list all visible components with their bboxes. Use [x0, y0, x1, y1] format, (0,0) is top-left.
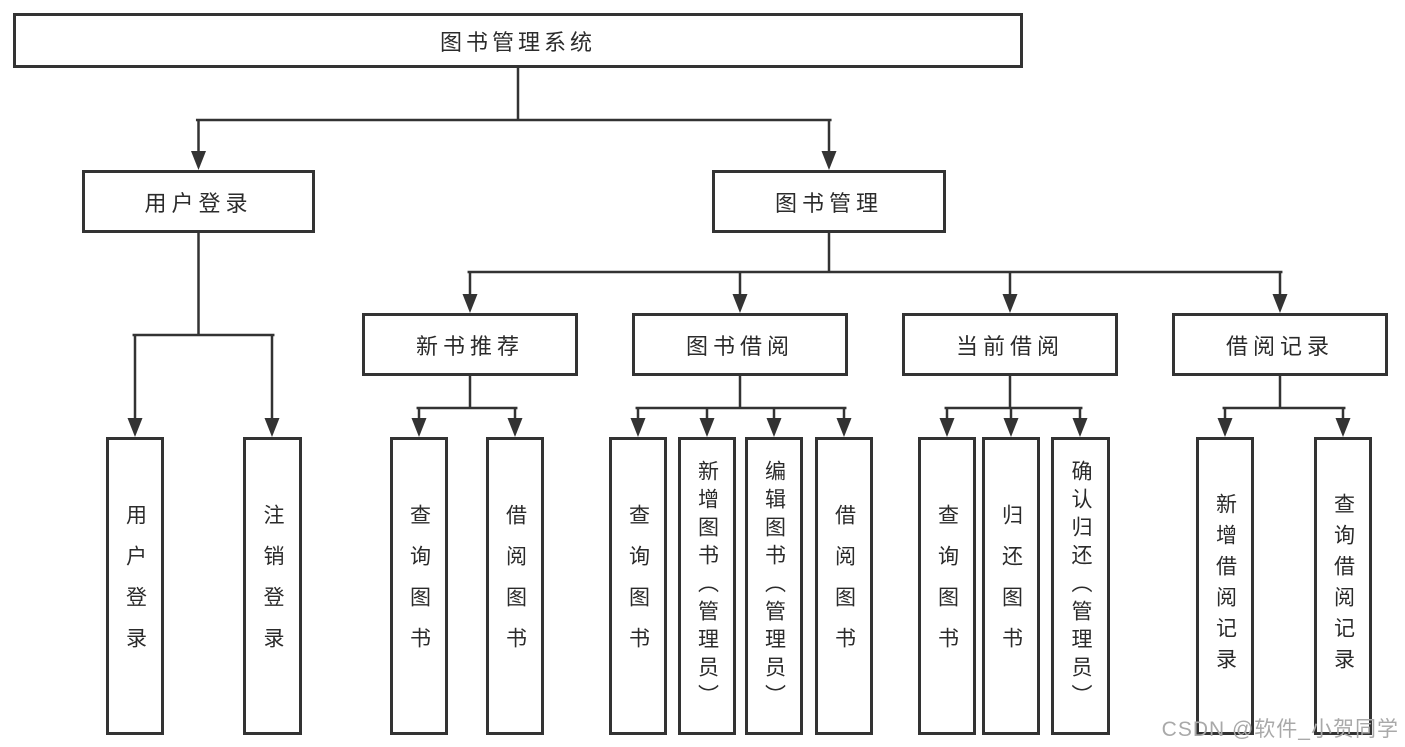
leaf-bb-borrow-books-label: 借阅图书 — [832, 504, 856, 668]
leaf-nb-borrow-books-label: 借阅图书 — [503, 504, 527, 668]
node-borrowing-records: 借阅记录 — [1172, 313, 1388, 376]
leaf-cb-confirm-return-admin: 确认归还（管理员） — [1051, 437, 1110, 735]
node-new-book-recommend-label: 新书推荐 — [415, 333, 524, 359]
node-root: 图书管理系统 — [13, 13, 1023, 68]
node-current-borrowing: 当前借阅 — [902, 313, 1118, 376]
leaf-br-query-record: 查询借阅记录 — [1314, 437, 1372, 735]
node-book-management-label: 图书管理 — [774, 190, 883, 216]
leaf-user-login-label: 用户登录 — [123, 504, 147, 668]
leaf-cb-query-books-label: 查询图书 — [935, 504, 959, 668]
leaf-bb-borrow-books: 借阅图书 — [815, 437, 873, 735]
node-book-management: 图书管理 — [712, 170, 946, 233]
leaf-cb-return-books-label: 归还图书 — [999, 504, 1023, 668]
leaf-logout-label: 注销登录 — [261, 504, 284, 668]
leaf-bb-add-books-admin-label: 新增图书（管理员） — [695, 460, 719, 712]
leaf-user-login: 用户登录 — [106, 437, 164, 735]
leaf-bb-add-books-admin: 新增图书（管理员） — [678, 437, 736, 735]
leaf-cb-query-books: 查询图书 — [918, 437, 976, 735]
leaf-cb-return-books: 归还图书 — [982, 437, 1040, 735]
node-book-borrowing: 图书借阅 — [632, 313, 848, 376]
node-book-borrowing-label: 图书借阅 — [685, 333, 794, 359]
leaf-bb-query-books-label: 查询图书 — [626, 504, 650, 668]
node-borrowing-records-label: 借阅记录 — [1225, 333, 1334, 359]
leaf-br-add-record: 新增借阅记录 — [1196, 437, 1254, 735]
leaf-br-query-record-label: 查询借阅记录 — [1331, 493, 1355, 679]
node-user-login: 用户登录 — [82, 170, 315, 233]
node-user-login-label: 用户登录 — [144, 190, 253, 216]
leaf-nb-borrow-books: 借阅图书 — [486, 437, 544, 735]
node-root-label: 图书管理系统 — [439, 29, 596, 55]
leaf-bb-query-books: 查询图书 — [609, 437, 667, 735]
leaf-nb-query-books: 查询图书 — [390, 437, 448, 735]
node-new-book-recommend: 新书推荐 — [362, 313, 578, 376]
leaf-br-add-record-label: 新增借阅记录 — [1213, 493, 1237, 679]
leaf-bb-edit-books-admin: 编辑图书（管理员） — [745, 437, 803, 735]
leaf-cb-confirm-return-admin-label: 确认归还（管理员） — [1069, 460, 1092, 712]
leaf-logout: 注销登录 — [243, 437, 302, 735]
csdn-watermark: CSDN @软件_小贺同学 — [1161, 718, 1399, 741]
node-current-borrowing-label: 当前借阅 — [955, 333, 1064, 359]
leaf-nb-query-books-label: 查询图书 — [407, 504, 431, 668]
leaf-bb-edit-books-admin-label: 编辑图书（管理员） — [762, 460, 786, 712]
